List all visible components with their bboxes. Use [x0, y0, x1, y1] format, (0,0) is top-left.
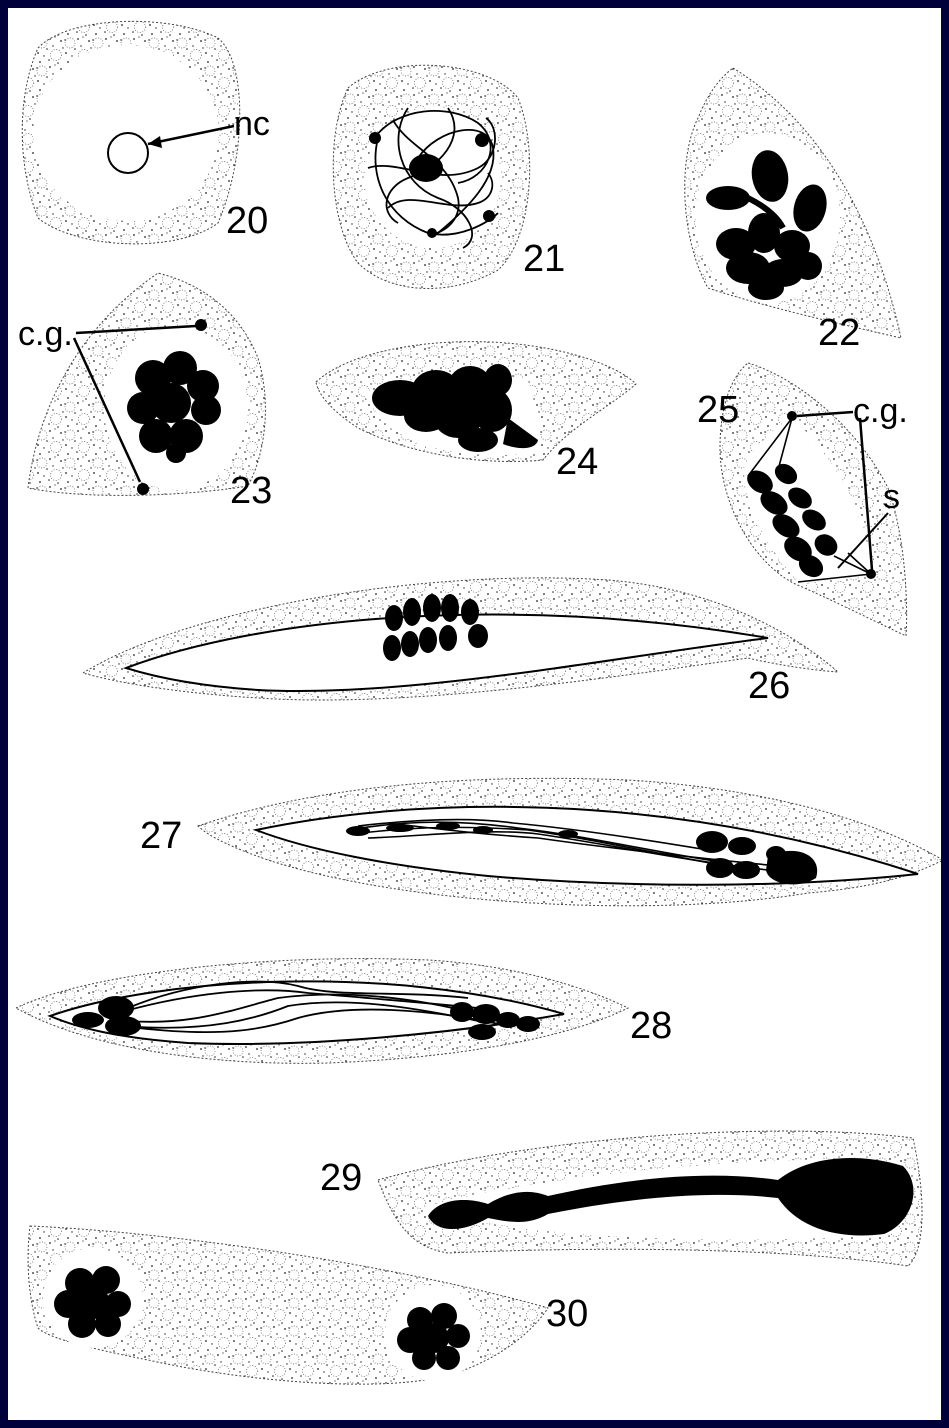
centriolar-granule-23-top: [195, 319, 207, 331]
figure-number-25: 25: [697, 389, 739, 431]
figure-23: [28, 273, 265, 495]
figure-26: [83, 578, 838, 700]
nucleolus-20: [108, 133, 148, 173]
figure-number-26: 26: [748, 665, 790, 707]
figure-27: [198, 778, 941, 905]
figure-number-29: 29: [320, 1157, 362, 1199]
figure-21: [333, 65, 529, 288]
centriolar-granule-25-bottom: [866, 569, 876, 579]
figure-number-21: 21: [523, 238, 565, 280]
figure-number-28: 28: [630, 1005, 672, 1047]
figure-number-27: 27: [140, 815, 182, 857]
chromatin-knot-21-center: [409, 154, 443, 182]
label-nc: nc: [234, 105, 270, 143]
figure-number-22: 22: [818, 312, 860, 354]
figure-number-20: 20: [226, 200, 268, 242]
figure-number-24: 24: [556, 441, 598, 483]
centriolar-granule-25-top: [787, 411, 797, 421]
figure-29: [378, 1131, 922, 1266]
chromatin-knot-21-bottom: [427, 228, 437, 238]
label-s-fig25: s: [883, 478, 900, 516]
label-cg-fig25: c.g.: [853, 392, 908, 430]
cell-division-plate-svg: 20 21 22 23 24 25 26 27 28 29 30 nc c.g.…: [8, 8, 941, 1420]
chromatin-knot-21-right: [475, 133, 489, 147]
figure-20: [22, 21, 240, 243]
illustration-plate: 20 21 22 23 24 25 26 27 28 29 30 nc c.g.…: [8, 8, 941, 1420]
chromatin-knot-21-lower-right: [483, 210, 495, 222]
label-cg-fig23: c.g.: [18, 315, 73, 353]
figure-number-23: 23: [230, 470, 272, 512]
figure-28: [16, 959, 628, 1064]
figure-number-30: 30: [546, 1293, 588, 1335]
figure-22: [685, 68, 901, 338]
centriolar-granule-23-bottom: [137, 483, 149, 495]
chromatin-knot-21-left: [369, 132, 381, 144]
